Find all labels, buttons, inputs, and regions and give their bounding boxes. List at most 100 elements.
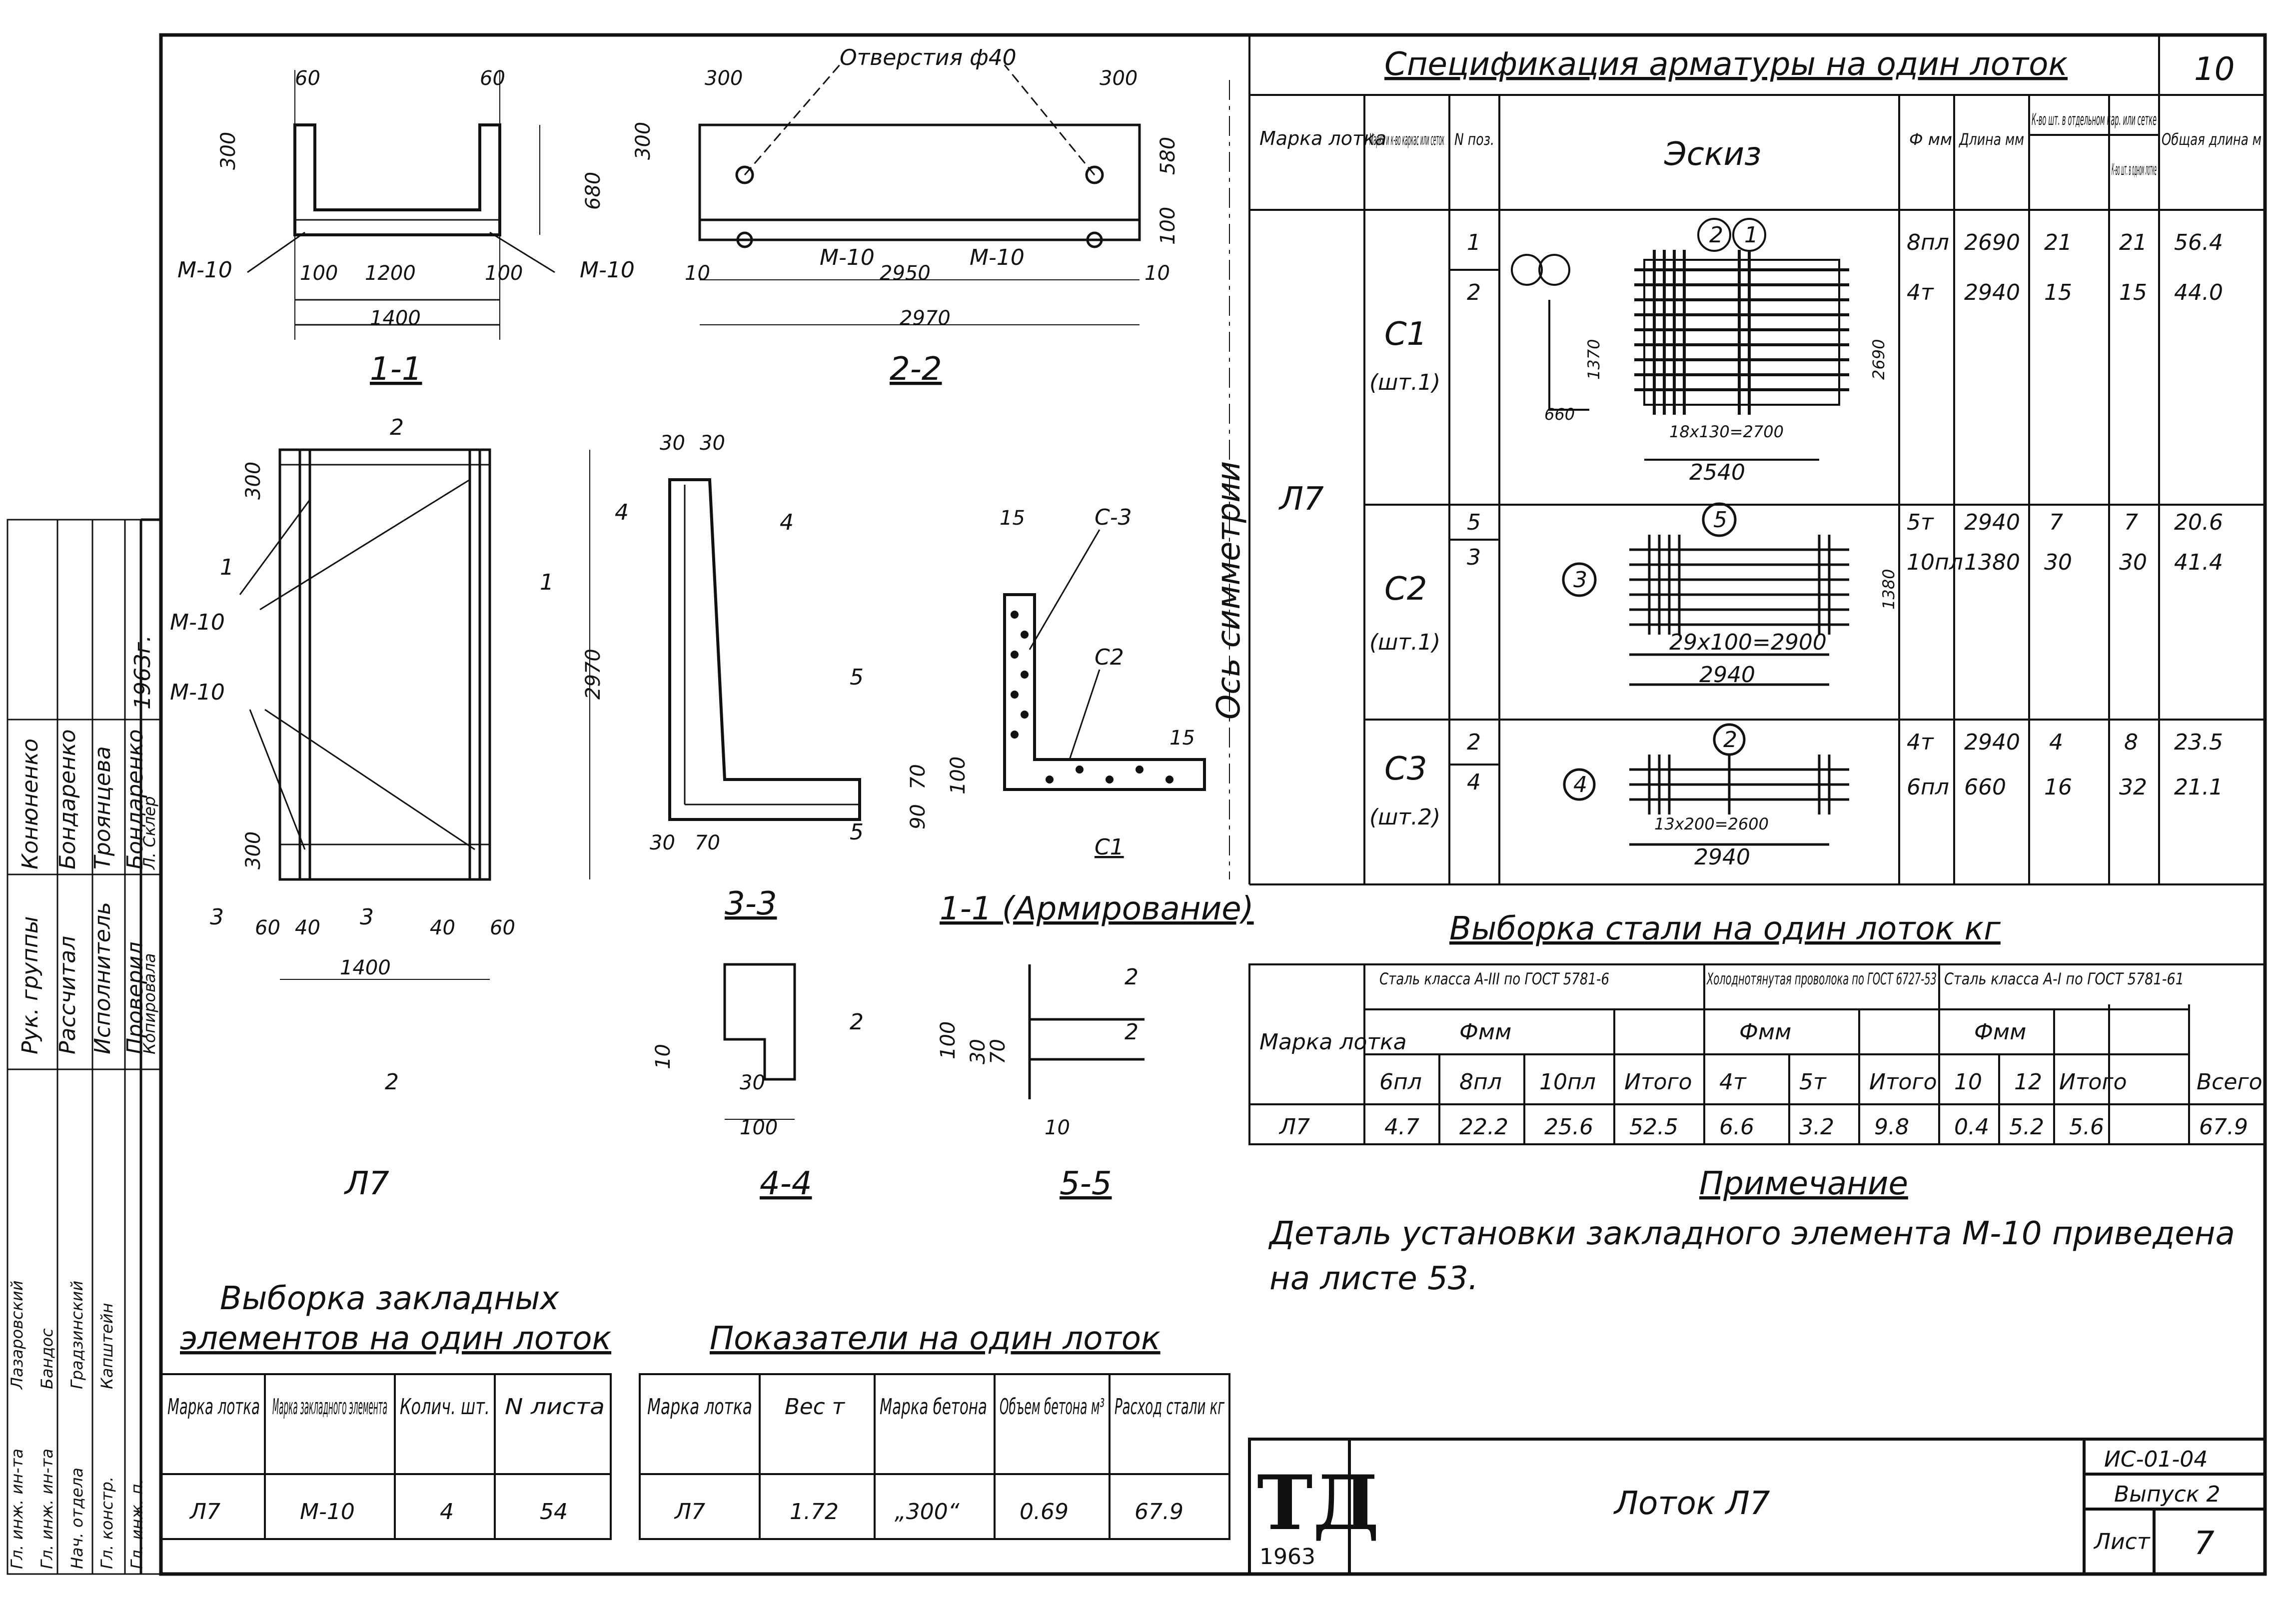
- stamp-name-1: Конюненко: [17, 739, 43, 869]
- indicators-h-3: Объем бетона м³: [1000, 1394, 1105, 1420]
- sketch-c3-pos4: 4: [1573, 772, 1587, 798]
- spec-c3-mark: C3: [1384, 751, 1427, 788]
- s33-d90: 90: [907, 804, 930, 829]
- indicators-table: [639, 1373, 1230, 1540]
- plan-1b: 1: [540, 570, 554, 595]
- spec-h-pos: N поз.: [1454, 130, 1494, 149]
- sketch-c1-2690: 2690: [1869, 339, 1888, 380]
- steel-phi-3: Фмм: [1974, 1019, 2026, 1045]
- steel-row-1: 4.7: [1384, 1114, 1419, 1140]
- spec-c2-qty: (шт.1): [1369, 630, 1440, 655]
- steel-row-4: 52.5: [1629, 1114, 1678, 1140]
- steel-group3: Сталь класса А-I по ГОСТ 5781-61: [1944, 969, 2184, 988]
- spec-c3-len1: 2940: [1964, 730, 2020, 755]
- spec-h-mark: Марка и к-во каркас или сеток: [1369, 130, 1444, 149]
- spec-c2-n12: 30: [2044, 550, 2072, 575]
- stamp-role-5: Копировала: [140, 953, 159, 1054]
- sketch-c3-span: 13x200=2600: [1654, 814, 1769, 833]
- steel-row-11: 67.9: [2199, 1114, 2248, 1140]
- s22-d100: 100: [1156, 207, 1179, 245]
- steel-col-7: 10: [1954, 1069, 1982, 1095]
- sketch-c1-len: 2540: [1689, 460, 1745, 485]
- spec-c1-n12: 15: [2044, 280, 2072, 305]
- s22-d10b: 10: [1145, 262, 1170, 285]
- sheet-issue: Выпуск 2: [2114, 1482, 2220, 1507]
- stamp-name-2: Бондаренко: [55, 729, 80, 869]
- steel-title: Выборка стали на один лоток кг: [1449, 910, 2001, 947]
- s11-label: 1-1: [370, 351, 422, 388]
- indicators-r-3: 0.69: [1020, 1499, 1069, 1525]
- embedded-r-2: 4: [440, 1499, 454, 1525]
- spec-c1-d2: 4т: [1907, 280, 1934, 305]
- s11-d1400: 1400: [370, 307, 421, 330]
- s22-holes: Отверстия ф40: [840, 45, 1017, 70]
- steel-group1: Сталь класса А-III по ГОСТ 5781-6: [1379, 969, 1609, 988]
- s55-label: 5-5: [1060, 1165, 1112, 1202]
- s55-d10: 10: [1045, 1116, 1070, 1139]
- s33-4: 4: [780, 510, 794, 535]
- embedded-title-1: Выборка закладных: [220, 1280, 560, 1317]
- plan-d300a: 300: [242, 462, 265, 500]
- s22-d2950: 2950: [880, 262, 931, 285]
- indicators-h-1: Вес т: [785, 1394, 845, 1420]
- steel-row-8: 0.4: [1954, 1114, 1989, 1140]
- spec-c3-d2: 6пл: [1907, 775, 1949, 800]
- spec-h-len: Длина мм: [1958, 130, 2024, 149]
- s11-d60a: 60: [295, 67, 320, 90]
- spec-c3-t2: 21.1: [2174, 775, 2223, 800]
- spec-c3-t1: 23.5: [2174, 730, 2223, 755]
- steel-row-2: 22.2: [1459, 1114, 1508, 1140]
- steel-row-10: 5.6: [2069, 1114, 2104, 1140]
- sketch-c3-pos2: 2: [1723, 727, 1737, 753]
- spec-c3-n22: 32: [2119, 775, 2147, 800]
- steel-row-7: 9.8: [1874, 1114, 1909, 1140]
- indicators-r-4: 67.9: [1135, 1499, 1183, 1525]
- s22-m10b: М-10: [970, 245, 1025, 270]
- spec-c1-len2: 2940: [1964, 280, 2020, 305]
- spec-h-n2: К-во шт. в одном лотке: [2112, 160, 2157, 179]
- stamp-role-1: Рук. группы: [17, 916, 43, 1054]
- s55-2a: 2: [1125, 964, 1139, 990]
- spec-c3-n12: 16: [2044, 775, 2072, 800]
- spec-title: Спецификация арматуры на один лоток: [1384, 46, 2068, 83]
- s33-d70b: 70: [907, 764, 930, 790]
- plan-d1400: 1400: [340, 956, 391, 979]
- arm-label: 1-1 (Армирование): [940, 890, 1254, 927]
- plan-d300b: 300: [242, 831, 265, 869]
- s22-d2970: 2970: [900, 307, 951, 330]
- steel-col-5: 5т: [1799, 1069, 1827, 1095]
- embedded-title-2: элементов на один лоток: [180, 1320, 612, 1357]
- plan-2a: 2: [390, 415, 404, 440]
- stamp-role-2: Рассчитал: [55, 936, 80, 1054]
- spec-c3-len2: 660: [1964, 775, 2006, 800]
- indicators-h-0: Марка лотка: [647, 1394, 752, 1420]
- plan-d60a: 60: [255, 916, 280, 939]
- s55-d70: 70: [987, 1039, 1010, 1064]
- steel-col-8: 12: [2014, 1069, 2042, 1095]
- note-title: Примечание: [1699, 1165, 1908, 1202]
- spec-c1-n22: 15: [2119, 280, 2147, 305]
- spec-c1-pos1: 1: [1467, 230, 1481, 255]
- steel-group2: Холоднотянутая проволока по ГОСТ 6727-53: [1706, 969, 1937, 988]
- s22-d300c: 300: [632, 122, 655, 160]
- steel-col-1: 8пл: [1459, 1069, 1502, 1095]
- spec-c3-pos1: 2: [1467, 730, 1481, 755]
- spec-c2-n11: 7: [2049, 510, 2063, 535]
- s11-d1200: 1200: [365, 262, 416, 285]
- plan-2b: 2: [385, 1069, 399, 1095]
- spec-c3-pos2: 4: [1467, 770, 1481, 795]
- plan-3a: 3: [210, 904, 224, 930]
- spec-table: [1248, 35, 2265, 885]
- indicators-h-2: Марка бетона: [880, 1394, 987, 1420]
- s11-m10b: М-10: [580, 257, 635, 283]
- spec-c1-mark: C1: [1384, 316, 1427, 353]
- stamp-left-role-2: Гл. инж. ин-та: [37, 1449, 56, 1569]
- s33-5b: 5: [850, 819, 864, 845]
- steel-col-10: Всего: [2197, 1069, 2262, 1095]
- spec-c1-n21: 21: [2119, 230, 2147, 255]
- s22-m10a: М-10: [820, 245, 875, 270]
- section-2-2: [698, 64, 1141, 325]
- spec-c2-n22: 30: [2119, 550, 2147, 575]
- indicators-r-1: 1.72: [790, 1499, 839, 1525]
